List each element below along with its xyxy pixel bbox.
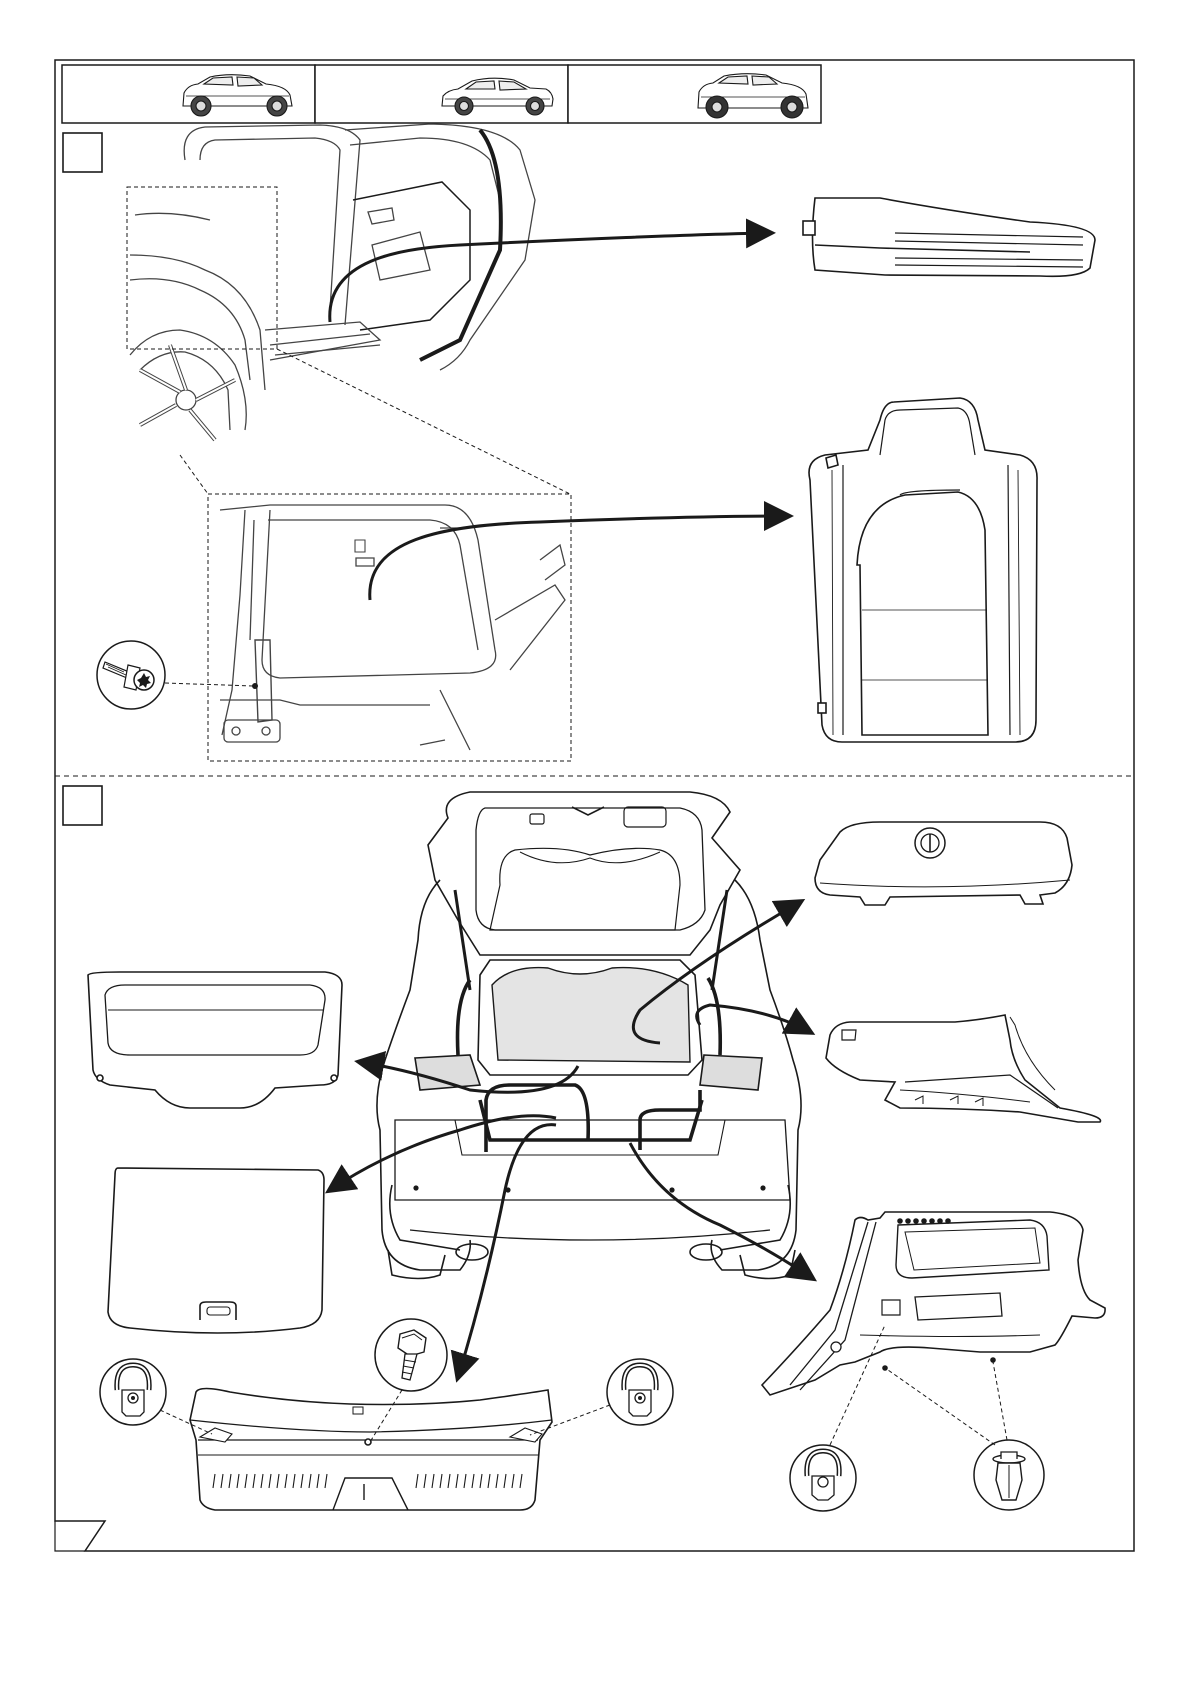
lashing-eye-icon: [100, 1359, 166, 1425]
step-2-box: [63, 786, 102, 825]
zoom-connector: [277, 349, 570, 494]
push-clip-icon: [974, 1440, 1044, 1510]
luggage-floor-panel-icon: [108, 1168, 324, 1333]
lashing-eye-icon: [790, 1445, 856, 1511]
rear-seat-backrest-icon: [809, 398, 1037, 742]
rear-door-sill-trim-icon: [803, 198, 1095, 276]
upper-side-trim-icon: [826, 1015, 1101, 1122]
parcel-shelf-icon: [88, 972, 342, 1108]
vehicle-variant-strip: [62, 65, 821, 123]
arrow-to-trunk-sill: [458, 1125, 556, 1377]
arrow-to-luggage-floor: [330, 1116, 556, 1190]
leader-line: [993, 1362, 1007, 1440]
step-1-box: [63, 133, 102, 172]
tailgate-inner-handle-cover-icon: [815, 822, 1072, 905]
parcel-shelf-in-trunk: [492, 968, 690, 1062]
side-luggage-trim-panel-icon: [762, 1212, 1105, 1395]
arrow-to-upper-side-trim: [697, 1005, 810, 1032]
seat-detail-view: [208, 494, 571, 761]
leader-line: [888, 1370, 995, 1445]
hex-bolt-icon: [375, 1319, 447, 1391]
trunk-sill-panel-icon: [190, 1389, 552, 1511]
lashing-eye-icon: [607, 1359, 673, 1425]
rear-door-car-view: [130, 124, 535, 440]
torx-screw-icon: [97, 641, 165, 709]
zoom-connector: [180, 455, 208, 494]
